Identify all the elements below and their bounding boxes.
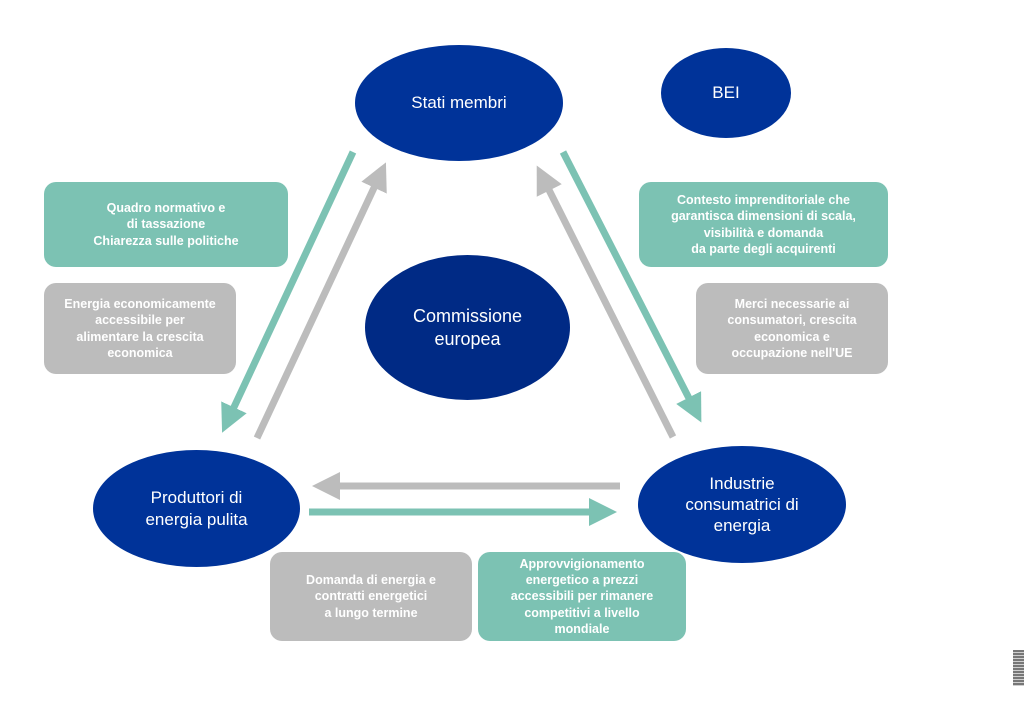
arrow-stati-to-produttori <box>221 150 357 433</box>
arrow-industrie-to-stati <box>536 165 677 439</box>
node-stati-membri: Stati membri <box>355 45 563 161</box>
node-bei: BEI <box>661 48 791 138</box>
node-industrie: Industrie consumatrici di energia <box>638 446 846 563</box>
node-commissione-label: Commissione europea <box>412 306 523 349</box>
node-commissione-europea: Commissione europea <box>365 255 570 400</box>
box-approvvigionamento: Approvvigionamento energetico a prezzi a… <box>478 552 686 641</box>
box-energia-accessibile: Energia economicamente accessibile per a… <box>44 283 236 374</box>
barcode-mark <box>1013 650 1024 686</box>
box-domanda-energia: Domanda di energia e contratti energetic… <box>270 552 472 641</box>
arrow-produttori-to-stati <box>253 162 387 440</box>
node-produttori: Produttori di energia pulita <box>93 450 300 567</box>
node-produttori-label: Produttori di energia pulita <box>145 488 248 529</box>
node-industrie-label: Industrie consumatrici di energia <box>685 473 799 536</box>
node-bei-label: BEI <box>712 83 740 103</box>
arrow-stati-to-industrie <box>559 150 702 423</box>
box-contesto-imprenditoriale: Contesto imprenditoriale che garantisca … <box>639 182 888 267</box>
box-merci-necessarie: Merci necessarie ai consumatori, crescit… <box>696 283 888 374</box>
node-stati-membri-label: Stati membri <box>411 93 507 113</box>
box-quadro-normativo: Quadro normativo e di tassazione Chiarez… <box>44 182 288 267</box>
